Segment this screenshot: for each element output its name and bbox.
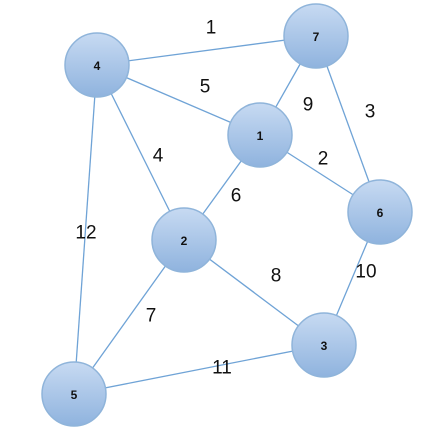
node-circle-1 <box>227 102 293 168</box>
edge-weight-4-2: 4 <box>153 146 164 167</box>
node-circle-3 <box>291 312 357 378</box>
node-label-2: 2 <box>181 234 188 248</box>
nodes-layer: 4 7 1 6 2 3 5 <box>41 3 413 427</box>
node-5: 5 <box>41 361 107 427</box>
node-label-1: 1 <box>257 129 264 143</box>
node-circle-6 <box>347 179 413 245</box>
edge-5-3 <box>73 344 325 395</box>
edge-weight-6-3: 10 <box>355 262 376 283</box>
node-label-3: 3 <box>321 339 328 353</box>
edge-4-7 <box>96 35 317 66</box>
node-6: 6 <box>347 179 413 245</box>
edge-weight-4-7: 1 <box>206 18 217 39</box>
edge-weight-5-3: 11 <box>212 358 232 379</box>
node-circle-5 <box>41 361 107 427</box>
node-label-6: 6 <box>377 206 384 220</box>
edge-weight-4-1: 5 <box>200 77 211 98</box>
node-circle-7 <box>283 3 349 69</box>
edge-weight-4-5: 12 <box>75 223 96 244</box>
edge-4-5 <box>73 64 98 395</box>
node-label-5: 5 <box>71 388 78 402</box>
node-3: 3 <box>291 312 357 378</box>
edge-weight-7-1: 9 <box>303 95 314 116</box>
node-4: 4 <box>64 32 130 98</box>
node-2: 2 <box>151 207 217 273</box>
edge-weight-2-3: 8 <box>271 266 282 287</box>
edge-weight-1-6: 2 <box>318 149 329 170</box>
node-label-7: 7 <box>313 30 320 44</box>
node-circle-2 <box>151 207 217 273</box>
node-label-4: 4 <box>94 59 101 73</box>
edge-weight-7-6: 3 <box>365 102 376 123</box>
node-circle-4 <box>64 32 130 98</box>
edge-weight-2-5: 7 <box>146 306 157 327</box>
edge-weight-1-2: 6 <box>231 186 242 207</box>
node-7: 7 <box>283 3 349 69</box>
node-1: 1 <box>227 102 293 168</box>
